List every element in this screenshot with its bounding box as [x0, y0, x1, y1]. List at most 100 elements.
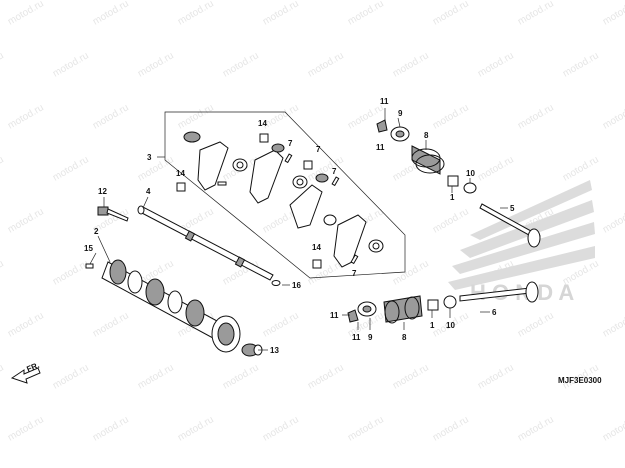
watermark-text: motod.ru — [431, 102, 471, 131]
watermark-text: motod.ru — [516, 414, 556, 443]
watermark-text: motod.ru — [476, 154, 516, 183]
rocker-arm-2[interactable] — [249, 143, 308, 204]
callout-16[interactable]: 16 — [292, 281, 301, 290]
callout-11[interactable]: 11 — [352, 333, 361, 342]
watermark-text: motod.ru — [176, 0, 216, 28]
watermark-text: motod.ru — [601, 414, 625, 443]
callout-8[interactable]: 8 — [402, 333, 407, 342]
front-arrow-icon: FR. — [10, 361, 41, 384]
watermark-text: motod.ru — [6, 206, 46, 235]
callout-2[interactable]: 2 — [94, 227, 99, 236]
watermark-text: motod.ru — [561, 154, 601, 183]
callout-9[interactable]: 9 — [398, 109, 403, 118]
rocker-group-outline — [164, 111, 406, 279]
watermark-text: motod.ru — [0, 362, 6, 391]
watermark-text: motod.ru — [476, 50, 516, 79]
callout-6[interactable]: 6 — [492, 308, 497, 317]
watermark-text: motod.ru — [176, 414, 216, 443]
watermark-text: motod.ru — [391, 258, 431, 287]
watermark-text: motod.ru — [346, 414, 386, 443]
rocker-arm-1[interactable] — [183, 131, 248, 191]
watermark-text: motod.ru — [261, 0, 301, 28]
watermark-text: motod.ru — [51, 258, 91, 287]
callout-1[interactable]: 1 — [430, 321, 435, 330]
front-marker-label: FR. — [25, 361, 40, 374]
watermark-text: motod.ru — [176, 102, 216, 131]
watermark-text: motod.ru — [516, 102, 556, 131]
watermark-text: motod.ru — [221, 362, 261, 391]
watermark-text: motod.ru — [476, 362, 516, 391]
watermark-text: motod.ru — [221, 50, 261, 79]
callout-14[interactable]: 14 — [312, 243, 321, 252]
watermark-text: motod.ru — [601, 102, 625, 131]
rocker-shaft[interactable] — [137, 205, 274, 281]
callout-7[interactable]: 7 — [352, 269, 357, 278]
watermark-text: motod.ru — [431, 0, 471, 28]
watermark-text: motod.ru — [261, 102, 301, 131]
callouts: 11 9 11 8 14 7 3 14 7 7 12 4 14 7 1 10 5… — [84, 97, 515, 355]
callout-10[interactable]: 10 — [466, 169, 475, 178]
watermark-text: motod.ru — [0, 50, 6, 79]
watermark-text: motod.ru — [136, 50, 176, 79]
callout-10[interactable]: 10 — [446, 321, 455, 330]
callout-4[interactable]: 4 — [146, 187, 151, 196]
lower-valve-train[interactable] — [347, 281, 539, 324]
callout-14[interactable]: 14 — [258, 119, 267, 128]
callout-15[interactable]: 15 — [84, 244, 93, 253]
diagram-code: MJF3E0300 — [558, 376, 602, 385]
rocker-arm-3[interactable] — [289, 173, 337, 229]
watermark-text: motod.ru — [136, 154, 176, 183]
watermark-text: motod.ru — [261, 414, 301, 443]
watermark-text: motod.ru — [6, 0, 46, 28]
watermark-text: motod.ru — [6, 102, 46, 131]
watermark-text: motod.ru — [391, 50, 431, 79]
callout-7[interactable]: 7 — [332, 167, 337, 176]
callout-14[interactable]: 14 — [176, 169, 185, 178]
watermark-text: motod.ru — [306, 362, 346, 391]
watermark-text: motod.ru — [516, 0, 556, 28]
watermark-text: motod.ru — [261, 310, 301, 339]
watermark-text: motod.ru — [6, 310, 46, 339]
watermark-text: motod.ru — [561, 50, 601, 79]
watermark-text: motod.ru — [346, 0, 386, 28]
watermark-text: motod.ru — [91, 414, 131, 443]
bolt[interactable] — [97, 206, 129, 222]
watermark-text: motod.ru — [516, 310, 556, 339]
watermark-text: motod.ru — [51, 362, 91, 391]
rocker-arm-4[interactable] — [333, 214, 384, 268]
rocker-nuts — [176, 133, 322, 269]
callout-5[interactable]: 5 — [510, 204, 515, 213]
watermark-text: motod.ru — [601, 0, 625, 28]
watermark-text: motod.ru — [91, 0, 131, 28]
callout-12[interactable]: 12 — [98, 187, 107, 196]
callout-11[interactable]: 11 — [380, 97, 389, 106]
watermark-text: motod.ru — [601, 310, 625, 339]
leader-lines — [89, 108, 508, 351]
watermark-text: motod.ru — [91, 310, 131, 339]
callout-13[interactable]: 13 — [270, 346, 279, 355]
callout-1[interactable]: 1 — [450, 193, 455, 202]
callout-7[interactable]: 7 — [316, 145, 321, 154]
callout-3[interactable]: 3 — [147, 153, 152, 162]
callout-7[interactable]: 7 — [288, 139, 293, 148]
rocker-pins — [217, 153, 359, 265]
shaft-pin — [271, 280, 281, 286]
watermark-text: motod.ru — [6, 414, 46, 443]
callout-11[interactable]: 11 — [330, 311, 339, 320]
callout-11[interactable]: 11 — [376, 143, 385, 152]
callout-8[interactable]: 8 — [424, 131, 429, 140]
dowel-pin — [85, 263, 94, 269]
camshaft[interactable] — [101, 259, 241, 353]
watermark-text: motod.ru — [136, 362, 176, 391]
wing-logo: H O N D A — [448, 180, 595, 305]
upper-valve-train[interactable] — [376, 119, 541, 248]
watermark-text: motod.ru — [306, 50, 346, 79]
watermark-text: motod.ru — [91, 102, 131, 131]
watermark-text: motod.ru — [431, 206, 471, 235]
callout-9[interactable]: 9 — [368, 333, 373, 342]
watermark-text: motod.ru — [601, 206, 625, 235]
watermark-text: motod.ru — [0, 154, 6, 183]
watermark-text: motod.ru — [51, 154, 91, 183]
